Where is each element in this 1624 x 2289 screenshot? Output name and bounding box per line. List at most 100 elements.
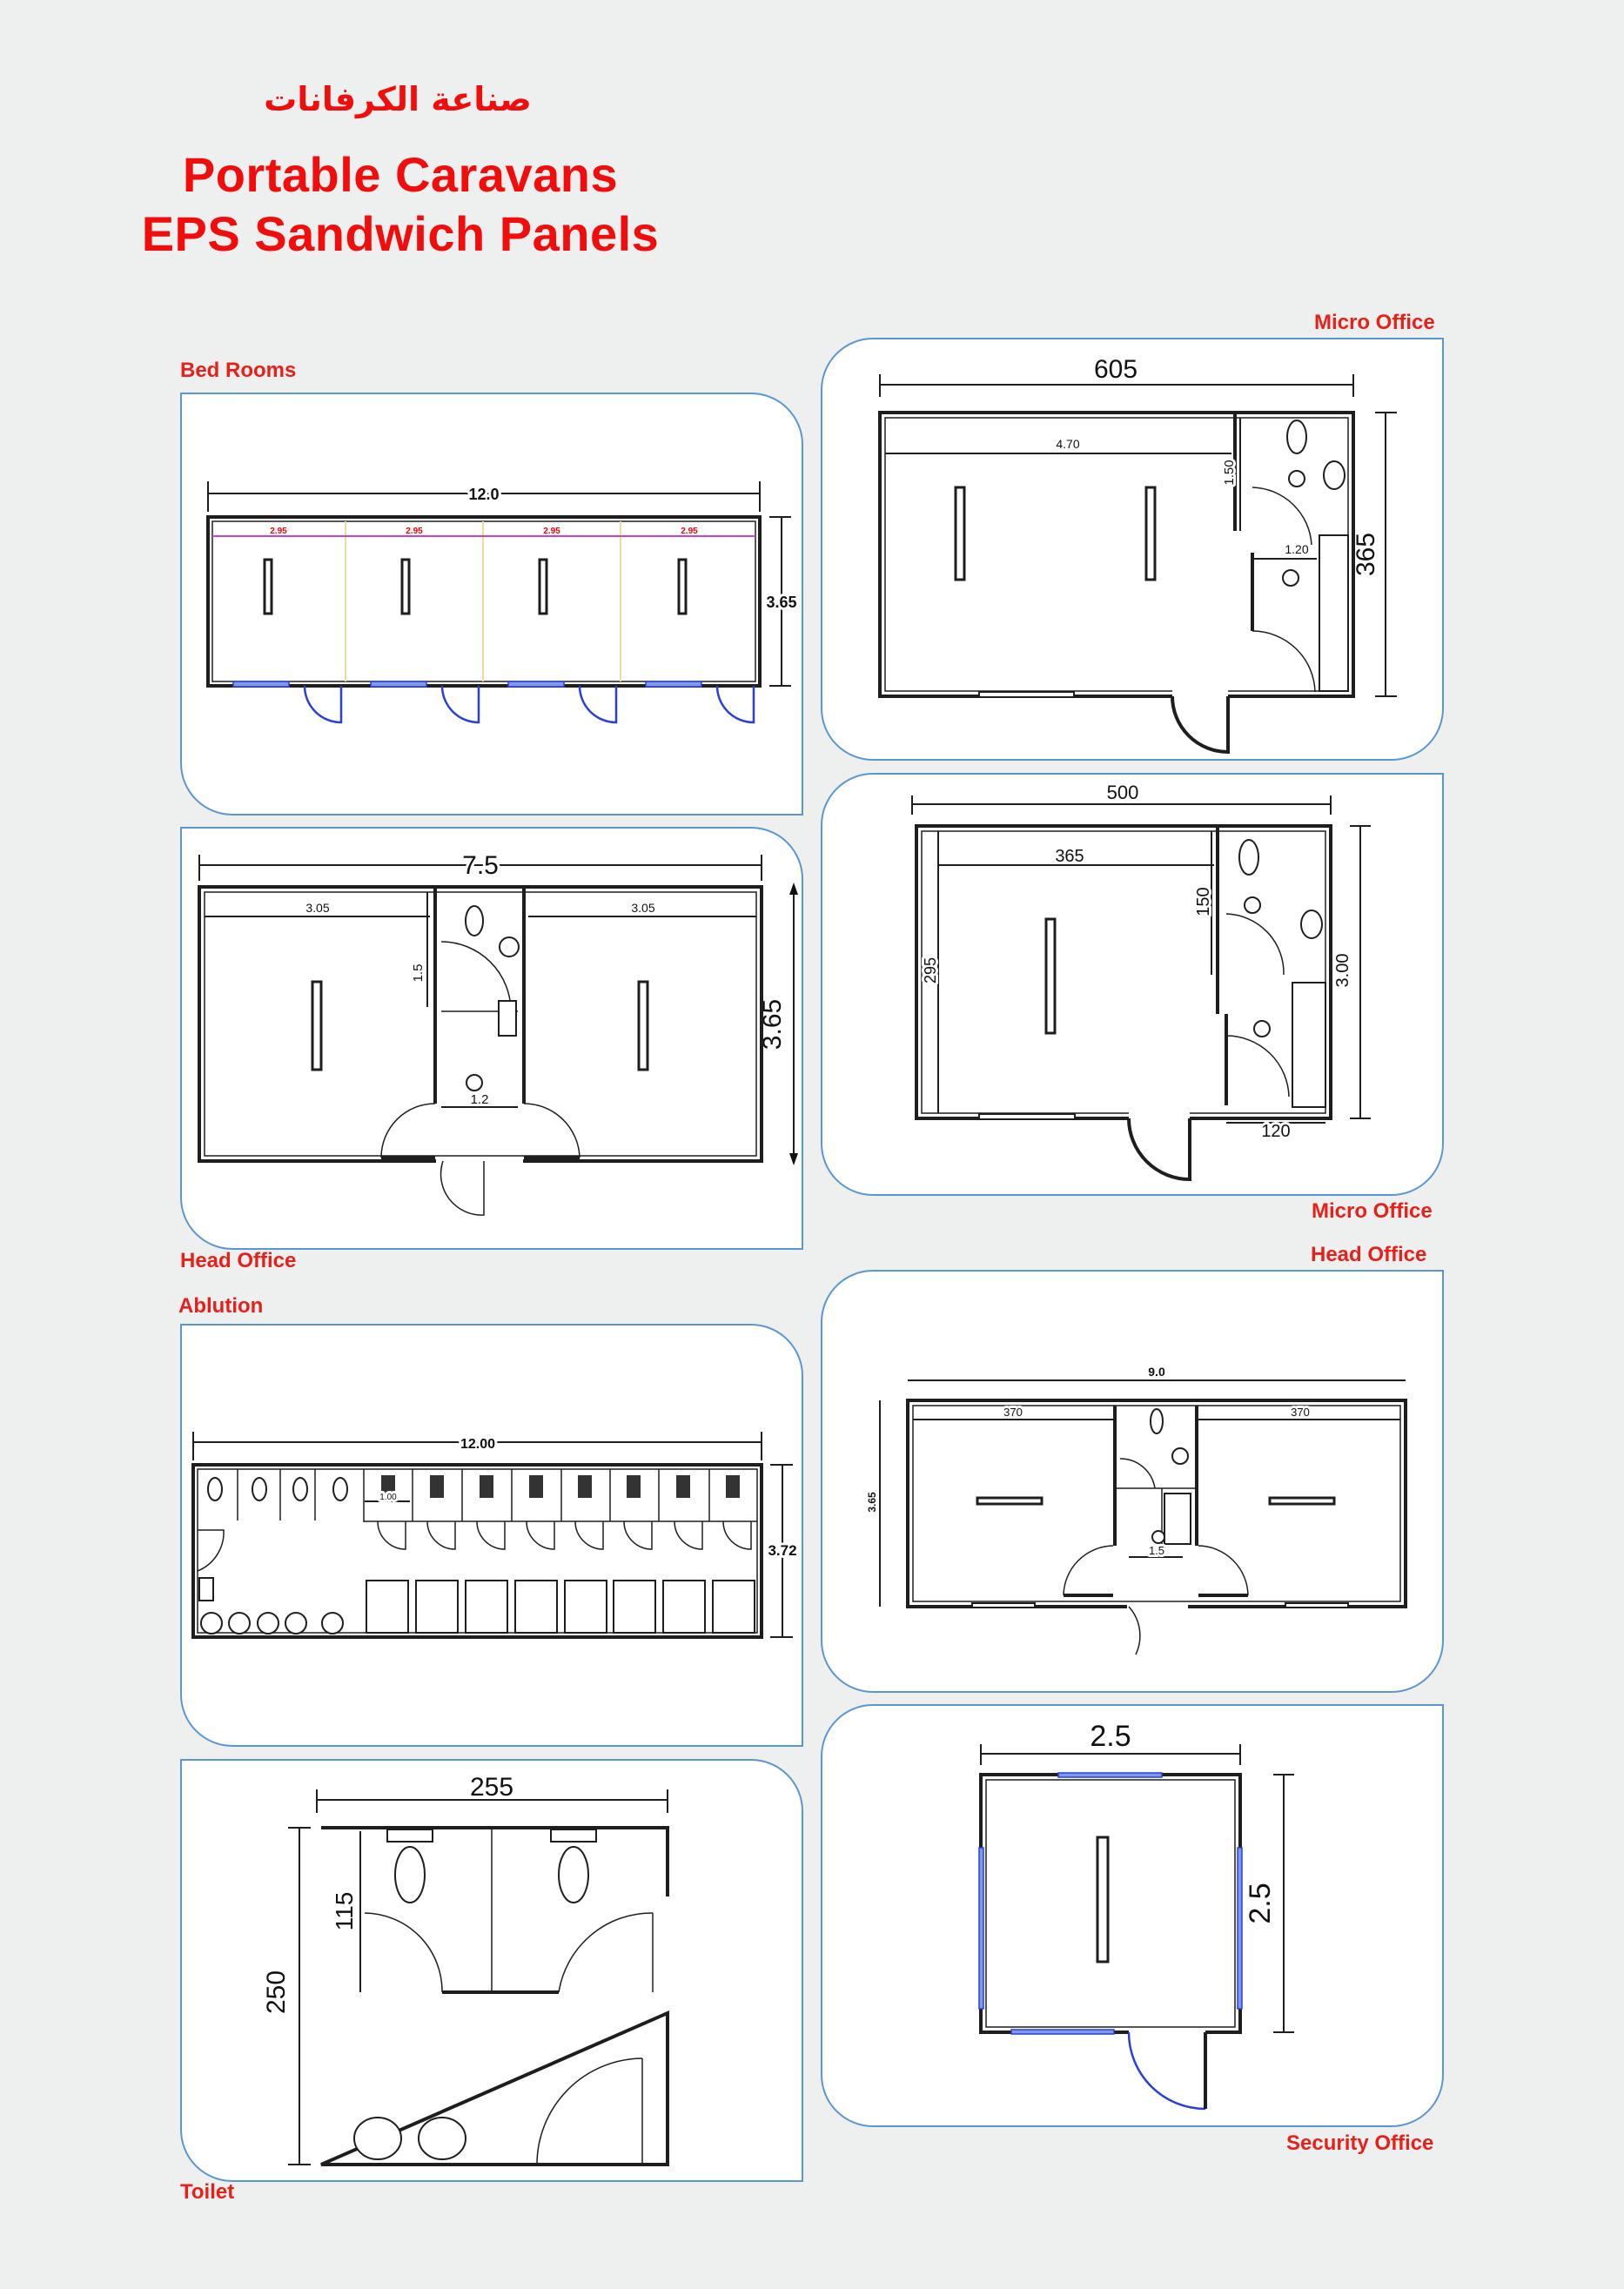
door-icon: [1127, 1118, 1191, 1182]
dimension-lines: [207, 481, 791, 687]
label-security-office: Security Office: [1286, 2131, 1434, 2155]
ceiling-light-icon: [1253, 1020, 1271, 1037]
shower-icon: [366, 1580, 755, 1634]
toilet-icon: [465, 905, 484, 936]
ceiling-light-icon: [1282, 569, 1299, 587]
dim-corridor: 1.2: [471, 1092, 489, 1107]
plan-panel-toilet: 255 250 115: [180, 1759, 803, 2182]
dim-width: 3.72: [768, 1542, 796, 1559]
dim-width: 365: [1352, 533, 1380, 576]
light-fixture-icon: [311, 980, 323, 1071]
label-head-office-right: Head Office: [1311, 1243, 1427, 1266]
dim-room-width: 295: [922, 957, 939, 983]
window-icon: [978, 691, 1075, 698]
light-fixture-icon: [263, 558, 688, 615]
dim-bath-width: 120: [1261, 1122, 1290, 1141]
toilet-icon: [207, 1477, 348, 1501]
ceiling-light-icon: [1151, 1530, 1165, 1544]
plan-panel-micro-office-bottom: 500 500 3.00 295 365 150 120: [821, 773, 1444, 1196]
dim-room-3: 2.95: [543, 527, 560, 536]
sink-icon: [353, 2117, 466, 2160]
dim-room-left: 3.05: [305, 901, 329, 915]
sink-icon: [1171, 1447, 1189, 1465]
door-icon: [1171, 695, 1230, 755]
window-icon: [978, 1772, 1243, 2035]
toilet-icon: [386, 1829, 597, 1903]
dim-width: 3.65: [766, 594, 796, 611]
door-icon: [1128, 1606, 1141, 1655]
dim-length: 2.5: [1090, 1720, 1131, 1753]
dim-length: 255: [470, 1773, 513, 1802]
door-icon: [197, 1520, 752, 1572]
label-bed-rooms: Bed Rooms: [180, 359, 297, 382]
label-head-office-left: Head Office: [180, 1249, 297, 1272]
plan-panel-bed-rooms: 12.0 3.65 2.95 2.95 2.95 2.95: [180, 393, 803, 816]
plan-panel-head-office-right: 9.0 3.65 370 370 1.5: [821, 1270, 1444, 1693]
plan-panel-security-office: 2.5 2.5: [821, 1704, 1444, 2127]
dim-stall-width: 1.00: [379, 1493, 397, 1502]
floor-plan-security-office: 2.5 2.5: [978, 1717, 1294, 2111]
door-icon: [303, 685, 755, 724]
dim-length: 500: [1107, 782, 1139, 803]
toilet-icon: [1286, 420, 1307, 454]
door-icon: [1127, 2031, 1206, 2111]
dim-room-right: 370: [1291, 1406, 1310, 1419]
dim-corridor: 1.5: [1149, 1544, 1164, 1557]
dim-bath-depth: 150: [1194, 887, 1213, 916]
dim-room-length: 4.70: [1056, 437, 1079, 451]
floor-plan-toilet: 255 250 115: [259, 1770, 669, 2166]
title-line-2: EPS Sandwich Panels: [141, 206, 660, 261]
dim-width: 3.00: [1333, 954, 1352, 988]
title-line-1: Portable Caravans: [182, 147, 619, 202]
plan-panel-ablution: 12.00 3.72 1.00: [180, 1324, 803, 1747]
light-fixture-icon: [1144, 486, 1157, 581]
dim-length: 12.0: [468, 486, 499, 503]
label-toilet: Toilet: [180, 2180, 235, 2204]
dim-room-right: 3.05: [631, 901, 654, 915]
plan-panel-head-office-left: 7.5 3.65 3.05 3.05 1.5 1.2: [180, 827, 803, 1250]
basin-icon: [200, 1612, 344, 1635]
shower-icon: [1292, 982, 1326, 1108]
dim-bath-depth: 1.50: [1222, 460, 1237, 485]
plan-panel-micro-office-top: 605 365 4.70 1.50 1.20: [821, 338, 1444, 761]
label-micro-office-bottom: Micro Office: [1312, 1199, 1433, 1223]
floor-plan-head-office-left: 7.5 3.65 3.05 3.05 1.5 1.2: [198, 849, 798, 1216]
dim-length: 9.0: [1148, 1365, 1165, 1379]
window-icon: [232, 681, 702, 688]
dim-length: 12.00: [460, 1437, 495, 1452]
floor-plan-ablution: 12.00 3.72 1.00: [191, 1432, 800, 1639]
floor-plan-micro-office-top: 605 365 4.70 1.50 1.20: [878, 352, 1397, 755]
dim-bath-depth: 1.5: [411, 964, 426, 983]
squat-toilet-icon: [381, 1475, 740, 1498]
dim-room-length: 365: [1055, 847, 1084, 866]
toilet-icon: [1150, 1408, 1164, 1434]
urinal-icon: [198, 1577, 214, 1601]
dim-room-left: 370: [1003, 1406, 1023, 1419]
dim-width: 2.5: [1244, 1883, 1277, 1923]
dim-bath-width: 1.20: [1285, 542, 1308, 556]
ceiling-light-icon: [466, 1074, 483, 1091]
light-fixture-icon: [1268, 1496, 1336, 1506]
dim-room-1: 2.95: [270, 527, 287, 536]
dim-length: 605: [1094, 355, 1137, 384]
dim-stall-depth: 115: [331, 1892, 358, 1931]
floor-plan-head-office-right: 9.0 3.65 370 370 1.5: [863, 1362, 1407, 1655]
light-fixture-icon: [637, 980, 649, 1071]
window-icon: [971, 1602, 1036, 1608]
light-fixture-icon: [954, 486, 966, 581]
window-icon: [978, 1113, 1076, 1120]
floor-plan-bed-rooms: 12.0 3.65 2.95 2.95 2.95 2.95: [206, 481, 800, 724]
floor-plan-micro-office-bottom: 500 500 3.00 295 365 150 120: [911, 779, 1371, 1182]
kitchenette: [1319, 534, 1349, 692]
ceiling-light-icon: [1244, 896, 1261, 914]
sink-icon: [1300, 910, 1323, 939]
label-ablution: Ablution: [178, 1294, 264, 1318]
dim-room-2: 2.95: [406, 527, 423, 536]
label-micro-office-top: Micro Office: [1314, 311, 1435, 334]
dim-width: 3.65: [866, 1492, 878, 1513]
window-icon: [1285, 1602, 1349, 1608]
toilet-icon: [1238, 839, 1259, 876]
sink-icon: [499, 936, 520, 957]
sink-icon: [1323, 460, 1346, 490]
dim-length: 7.5: [462, 851, 499, 880]
